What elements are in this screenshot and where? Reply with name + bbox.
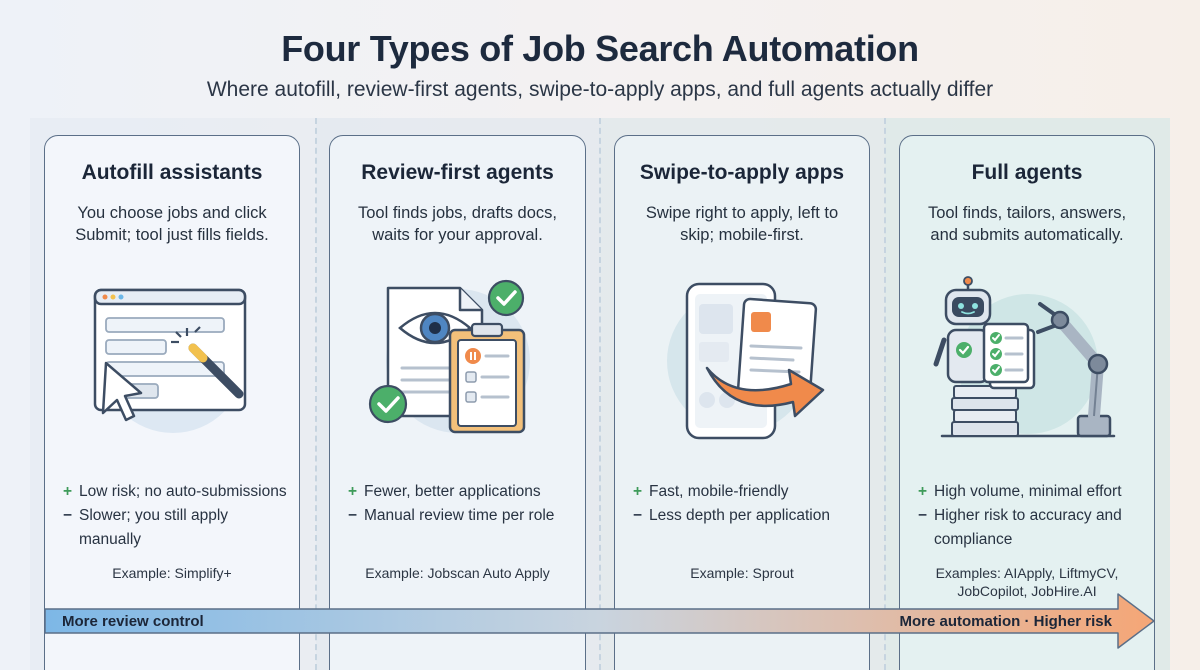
pros-cons-list: + Low risk; no auto-submissions −Slower; … <box>63 480 289 552</box>
card-title: Full agents <box>971 161 1083 184</box>
pro-text: Fewer, better applications <box>364 483 541 500</box>
example-text: Example: Jobscan Auto Apply <box>365 565 550 581</box>
document-eye-clipboard-checkmarks-icon <box>368 279 530 434</box>
spectrum-arrow: More review control More automation · Hi… <box>44 592 1156 650</box>
minus-icon: − <box>633 507 643 524</box>
con-text: Slower; you still apply manually <box>79 507 229 548</box>
example-text: Example: Simplify+ <box>112 565 232 581</box>
spectrum-left-label: More review control <box>62 613 204 630</box>
con-text: Higher risk to accuracy and compliance <box>934 507 1122 548</box>
example-text: Example: Sprout <box>690 565 794 581</box>
plus-icon: + <box>63 483 73 500</box>
card-title: Review-first agents <box>361 161 554 184</box>
card-description: Tool finds jobs, drafts docs, waits for … <box>357 204 557 244</box>
browser-form-cursor-wand-icon <box>93 288 247 433</box>
con-text: Less depth per application <box>649 507 830 524</box>
minus-icon: − <box>918 507 928 524</box>
page-title: Four Types of Job Search Automation <box>281 28 919 69</box>
pros-cons-list: + Fast, mobile-friendly −Less depth per a… <box>633 480 859 528</box>
card-title: Swipe-to-apply apps <box>639 161 845 184</box>
gradient-arrow-icon <box>44 593 1155 649</box>
card-full-agents: Full agents Tool finds, tailors, answers… <box>899 135 1155 670</box>
lane-divider <box>884 118 886 670</box>
minus-icon: − <box>348 507 358 524</box>
lane-divider <box>315 118 317 670</box>
lane-divider <box>599 118 601 670</box>
plus-icon: + <box>348 483 358 500</box>
phone-swipe-arrow-icon <box>667 282 825 440</box>
con-text: Manual review time per role <box>364 507 555 524</box>
minus-icon: − <box>63 507 73 524</box>
card-title: Autofill assistants <box>81 161 263 184</box>
card-description: Tool finds, tailors, answers, and submit… <box>927 204 1127 244</box>
robot-arm-documents-icon <box>933 276 1116 438</box>
card-autofill-assistants: Autofill assistants You choose jobs and … <box>44 135 300 670</box>
card-review-first-agents: Review-first agents Tool finds jobs, dra… <box>329 135 586 670</box>
pros-cons-list: + Fewer, better applications −Manual revi… <box>348 480 575 528</box>
card-description: You choose jobs and click Submit; tool j… <box>75 204 269 244</box>
pro-text: Fast, mobile-friendly <box>649 483 789 500</box>
card-description: Swipe right to apply, left to skip; mobi… <box>645 204 839 244</box>
pro-text: Low risk; no auto-submissions <box>79 483 287 500</box>
page-subtitle: Where autofill, review-first agents, swi… <box>206 78 994 101</box>
example-text: Examples: AIApply, LiftmyCV, JobCopilot,… <box>935 565 1119 599</box>
plus-icon: + <box>918 483 928 500</box>
pro-text: High volume, minimal effort <box>934 483 1122 500</box>
pros-cons-list: + High volume, minimal effort −Higher ris… <box>918 480 1144 552</box>
plus-icon: + <box>633 483 643 500</box>
card-swipe-to-apply-apps: Swipe-to-apply apps Swipe right to apply… <box>614 135 870 670</box>
spectrum-right-label: More automation · Higher risk <box>899 613 1112 630</box>
